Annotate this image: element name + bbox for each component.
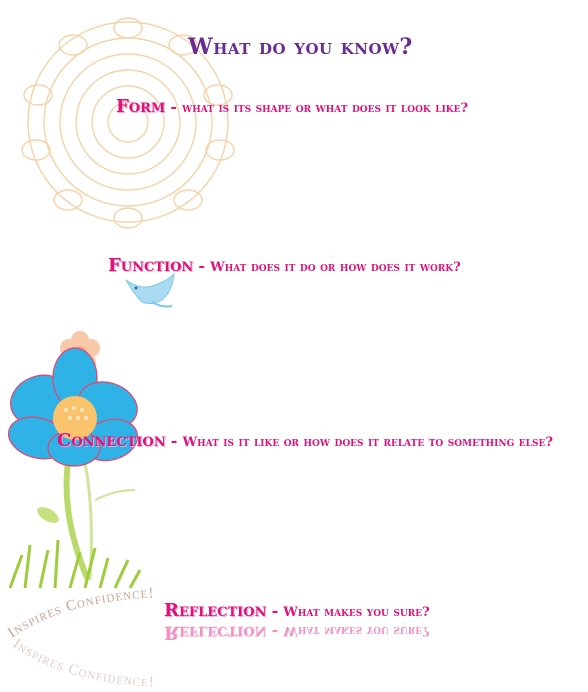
arc-text-graphic: Inspires Confidence! Inspires Confidence…: [5, 585, 156, 691]
connection-label: Connection: [57, 430, 166, 451]
reflection-dash-mirrored: -: [271, 623, 279, 642]
form-question: what is its shape or what does it look l…: [182, 101, 469, 116]
arc-text: Inspires Confidence!: [5, 585, 154, 641]
form-label: Form: [116, 96, 166, 117]
connection-dash: -: [170, 431, 178, 450]
svg-text:Inspires Confidence!: Inspires Confidence!: [10, 636, 156, 691]
connection-line: Connection - What is it like or how does…: [57, 430, 553, 451]
function-label: Function: [108, 255, 194, 276]
form-line: Form - what is its shape or what does it…: [116, 96, 468, 117]
page-title: What do you know?: [188, 34, 413, 60]
reflection-dash: -: [271, 601, 279, 620]
form-dash: -: [170, 97, 178, 116]
bird-illustration: [125, 272, 175, 308]
function-line: Function - What does it do or how does i…: [108, 255, 461, 276]
function-dash: -: [198, 256, 206, 275]
reflection-question: What makes you sure?: [283, 605, 430, 620]
function-question: What does it do or how does it work?: [210, 260, 461, 275]
reflection-line: Reflection - What makes you sure?: [164, 600, 430, 621]
arc-text-mirrored: Inspires Confidence!: [10, 636, 155, 691]
blue-flower-illustration: [7, 331, 142, 589]
doodle-flower-illustration: [21, 17, 235, 229]
reflection-label: Reflection: [164, 600, 267, 621]
reflection-question-mirrored: What makes you sure?: [283, 623, 430, 638]
connection-question: What is it like or how does it relate to…: [182, 435, 553, 450]
svg-text:Inspires Confidence!: Inspires Confidence!: [5, 585, 155, 641]
